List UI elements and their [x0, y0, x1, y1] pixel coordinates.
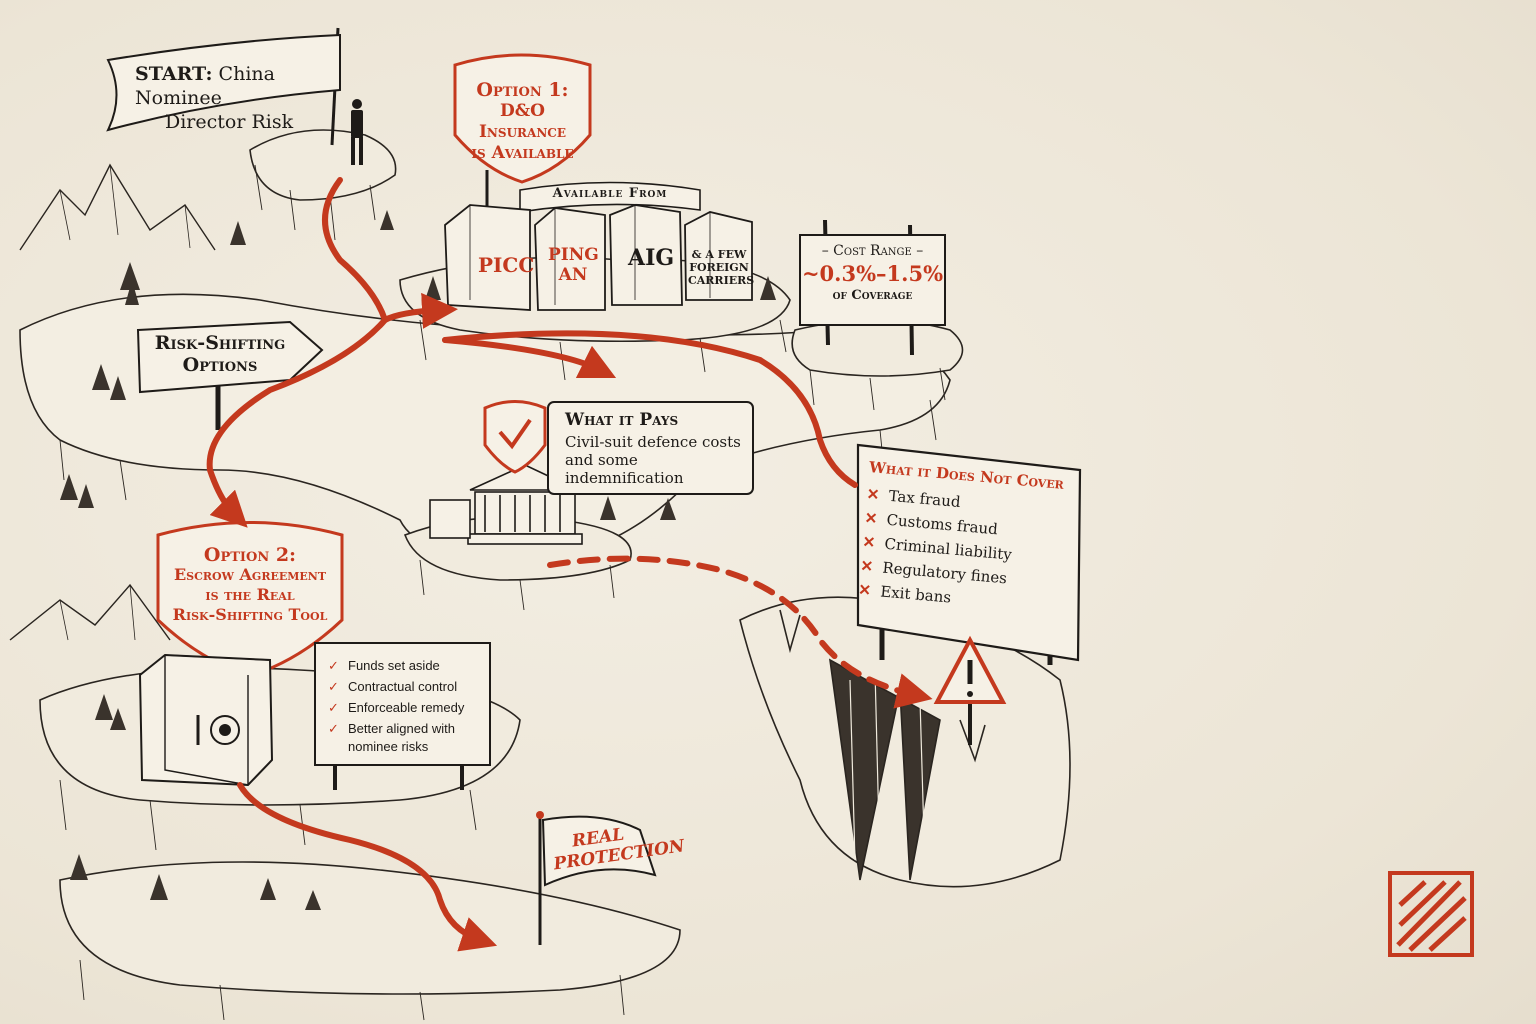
option2-line4: Risk-Shifting Tool — [172, 605, 328, 624]
available-banner — [519, 181, 701, 213]
signpost — [136, 320, 324, 430]
x-mark-icon: ✕ — [866, 484, 881, 504]
option2-text: Option 2: Escrow Agreement is the Real R… — [158, 545, 342, 625]
pays-text: What it Pays Civil-suit defence costs an… — [565, 410, 750, 487]
option2-line1: Option 2: — [203, 544, 297, 566]
not-cover-text: What it Does Not Cover ✕Tax fraud ✕Custo… — [857, 458, 1074, 619]
pays-title: What it Pays — [565, 410, 679, 430]
carrier-foreign-line2: Foreign — [689, 261, 749, 274]
pays-line2: and some indemnification — [565, 451, 684, 487]
trees — [60, 210, 776, 910]
carrier-picc: PICC — [478, 253, 535, 277]
option1-line3: is Available — [471, 143, 574, 163]
pays-shield — [483, 400, 547, 474]
benefit-item: ✓Contractual control — [328, 676, 488, 697]
start-line2: Director Risk — [165, 111, 294, 133]
check-icon: ✓ — [328, 658, 339, 673]
benefit-item-continued: nominee risks — [348, 739, 429, 754]
carrier-foreign: & a Few Foreign Carriers — [688, 248, 755, 287]
corner-stamp — [1388, 871, 1474, 957]
carrier-foreign-line1: & a Few — [691, 248, 747, 261]
option2-line2: Escrow Agreement — [173, 565, 327, 584]
x-mark-icon: ✕ — [861, 532, 876, 552]
start-banner — [106, 33, 341, 132]
cost-title: – Cost Range – — [821, 243, 924, 259]
protection-flag — [541, 815, 657, 887]
not-cover-list: ✕Tax fraud ✕Customs fraud ✕Criminal liab… — [857, 482, 1072, 619]
carrier-ping-an: Ping An — [548, 245, 599, 285]
option1-shield — [453, 53, 592, 184]
warning-sign — [933, 635, 1007, 745]
start-prefix: START: — [135, 63, 213, 85]
safe-icon — [138, 653, 274, 787]
benefit-item: ✓Enforceable remedy — [328, 697, 488, 718]
protection-plateau — [59, 861, 681, 1021]
x-mark-icon: ✕ — [857, 580, 872, 600]
check-icon: ✓ — [328, 721, 339, 736]
escrow-benefits-list: ✓Funds set aside ✓Contractual control ✓E… — [328, 655, 488, 754]
escrow-board — [314, 642, 491, 790]
mountain-range-left — [9, 163, 216, 641]
x-mark-icon: ✕ — [859, 556, 874, 576]
not-cover-board — [856, 443, 1082, 665]
checkmark-icon — [498, 418, 532, 450]
route-paths — [206, 177, 933, 952]
option2-line3: is the Real — [205, 585, 295, 604]
option1-text: Option 1: D&O Insurance is Available — [455, 80, 590, 164]
cost-value: ~0.3%–1.5% — [801, 261, 944, 286]
cost-note: of Coverage — [832, 288, 913, 303]
pays-line1: Civil-suit defence costs — [565, 433, 741, 451]
cost-range-text: – Cost Range – ~0.3%–1.5% of Coverage — [800, 243, 945, 303]
signpost-line2: Options — [182, 354, 258, 376]
option1-line2: D&O Insurance — [478, 101, 566, 142]
carrier-an: An — [558, 265, 588, 285]
signpost-text: Risk-Shifting Options — [145, 332, 295, 376]
cost-signboard — [799, 219, 946, 356]
available-from-label: Available From — [552, 186, 668, 201]
benefit-item: ✓Better aligned with — [328, 718, 488, 739]
start-banner-text: START: China Nominee Director Risk — [135, 62, 335, 134]
start-line1: China Nominee — [135, 63, 275, 109]
check-icon: ✓ — [328, 700, 339, 715]
insurer-buildings — [444, 204, 753, 311]
carrier-foreign-line3: Carriers — [688, 274, 755, 287]
pays-box — [547, 401, 754, 495]
carrier-ping: Ping — [548, 245, 599, 265]
check-icon: ✓ — [328, 679, 339, 694]
benefit-item: ✓Funds set aside — [328, 655, 488, 676]
person-figure — [351, 99, 363, 165]
option1-line1: Option 1: — [476, 79, 569, 101]
signpost-line1: Risk-Shifting — [154, 332, 286, 354]
x-mark-icon: ✕ — [863, 508, 879, 528]
carrier-aig: AIG — [628, 245, 675, 271]
